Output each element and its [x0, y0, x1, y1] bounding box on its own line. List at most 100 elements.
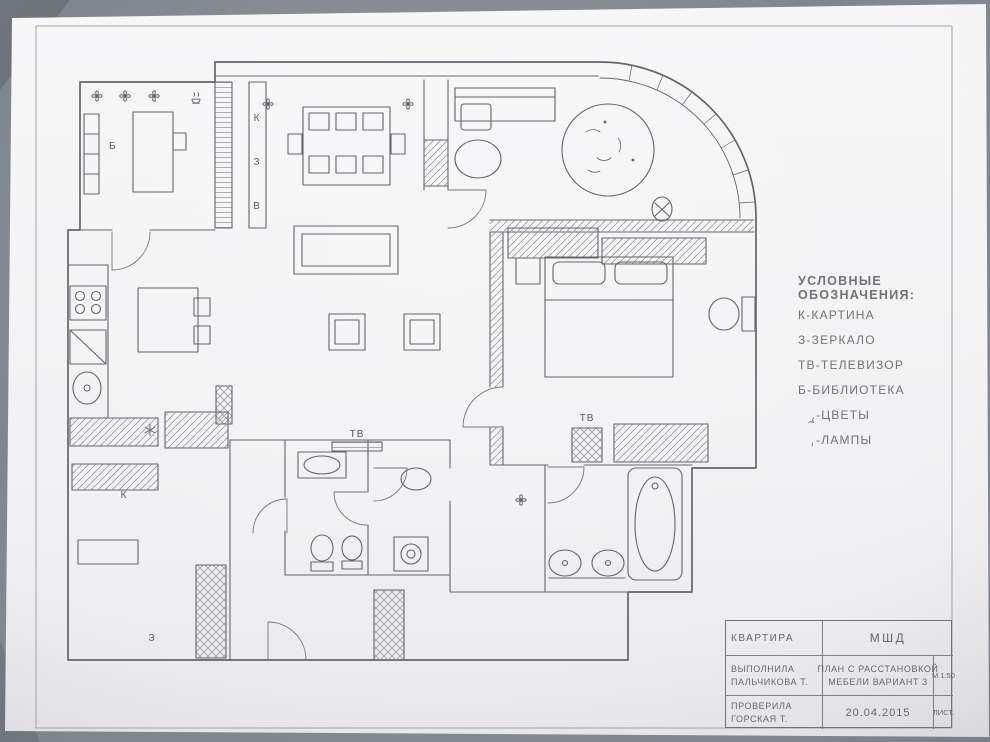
- door-arcs: [111, 189, 585, 661]
- side-table: [403, 313, 441, 351]
- door-arc: [373, 467, 408, 502]
- sink: [303, 455, 341, 475]
- burner: [90, 303, 102, 315]
- title-block-cell: ПЛАН С РАССТАНОВКОЙ МЕБЕЛИ ВАРИАНТ 3: [818, 656, 938, 696]
- door-arc: [547, 466, 585, 504]
- title-block-cell: ЛИСТ.: [932, 696, 955, 729]
- sink-counter: [297, 451, 347, 479]
- toilet-bowl: [310, 534, 334, 562]
- sheet-label: ЛИСТ.: [932, 708, 955, 717]
- legend-item-label: -ЛАМПЫ: [816, 432, 873, 447]
- dining-chair: [362, 155, 384, 174]
- outer-walls: [67, 61, 757, 661]
- legend-item: З-ЗЕРКАЛО: [798, 327, 990, 352]
- tv-stand: [571, 427, 603, 463]
- burner: [90, 290, 102, 302]
- wardrobe: [507, 227, 599, 259]
- plant: [651, 196, 673, 222]
- title-block: КВАРТИРА МШД ВЫПОЛНИЛА ПАЛЬЧИКОВА Т. ПЛА…: [725, 620, 955, 729]
- door-arc: [111, 231, 151, 271]
- cabinet: [164, 411, 229, 449]
- made-by-label: ВЫПОЛНИЛА: [731, 664, 795, 675]
- wall-poche: [490, 427, 503, 465]
- legend-item-label: -ЦВЕТЫ: [816, 407, 871, 422]
- kitchen-chair: [193, 297, 211, 317]
- study-room: [83, 111, 187, 195]
- legend-item-label: Б-БИБЛИОТЕКА: [798, 382, 905, 397]
- legend-item-label: З-ЗЕРКАЛО: [798, 332, 876, 347]
- tv-unit: [331, 441, 383, 452]
- shelving-unit: [214, 81, 233, 229]
- bathtub: [627, 467, 683, 581]
- label-tv-bedroom: ТВ: [580, 413, 595, 424]
- oval-table: [454, 139, 502, 179]
- dining-chair: [308, 155, 330, 174]
- closet: [195, 564, 227, 659]
- nightstand: [515, 257, 541, 285]
- burner: [74, 303, 86, 315]
- label-picture: К: [254, 113, 261, 124]
- cabinet: [69, 417, 159, 447]
- stove: [69, 285, 107, 321]
- legend-item: Б-БИБЛИОТЕКА: [798, 377, 990, 402]
- door-arc: [462, 386, 504, 428]
- bidet: [341, 535, 363, 561]
- plan-letters: Б К З В ТВ ТВ К З: [109, 113, 595, 644]
- desk: [132, 111, 174, 193]
- legend-item: ТВ-ТЕЛЕВИЗОР: [798, 352, 990, 377]
- legend-item-label: ТВ-ТЕЛЕВИЗОР: [798, 357, 905, 372]
- pillow: [552, 261, 606, 285]
- toilet-tank: [310, 561, 334, 572]
- dining-chair: [308, 112, 330, 131]
- bidet-base: [341, 560, 363, 570]
- curved-wall-inner: [599, 77, 741, 219]
- bathroom-right: [548, 467, 683, 581]
- round-bed: [561, 103, 655, 197]
- dining-chair: [335, 112, 357, 131]
- dining-set: [287, 106, 406, 186]
- kitchen-chair: [193, 325, 211, 345]
- lounge-area: [454, 87, 673, 222]
- date-label: 20.04.2015: [845, 706, 911, 719]
- dining-chair: [335, 155, 357, 174]
- wardrobe: [613, 423, 709, 463]
- wall-poche: [490, 232, 503, 387]
- title-block-cell: МШД: [823, 621, 953, 656]
- fridge: [69, 329, 107, 365]
- toilet-bowl: [708, 297, 740, 331]
- title-block-cell: КВАРТИРА: [726, 621, 823, 656]
- living-room: [293, 225, 441, 452]
- checked-by-name: ГОРСКАЯ Т.: [731, 713, 789, 724]
- desk-chair: [172, 132, 187, 151]
- sink: [548, 549, 582, 577]
- bedroom: [507, 227, 756, 463]
- made-by-name: ПАЛЬЧИКОВА Т.: [731, 676, 809, 687]
- dining-chair: [390, 133, 406, 155]
- lounge-sofa: [454, 87, 556, 122]
- dining-chair: [362, 112, 384, 131]
- label-v: В: [253, 201, 261, 212]
- bathtub-basin: [634, 476, 676, 572]
- wall-column: [423, 139, 449, 187]
- labeled-wall-strip: [248, 81, 267, 229]
- sink: [400, 467, 432, 491]
- wc-room: [393, 467, 432, 572]
- label-library: Б: [109, 141, 117, 152]
- door-arc: [252, 498, 288, 534]
- flower-icon: [798, 407, 814, 423]
- door-arc: [333, 491, 368, 526]
- bathroom-left: [297, 451, 363, 572]
- legend-item: К-КАРТИНА: [798, 302, 990, 327]
- kitchen-sink: [72, 371, 102, 405]
- lamp-icon: [798, 432, 814, 448]
- washing-machine-door: [400, 543, 422, 565]
- door-arc: [267, 621, 307, 661]
- label-tv-living: ТВ: [350, 429, 365, 440]
- pillow: [614, 261, 668, 285]
- title-block-cell: М 1:50: [932, 656, 955, 696]
- wardrobe: [601, 237, 707, 265]
- bathtub-drain: [651, 482, 659, 490]
- burner: [74, 290, 86, 302]
- hall: [69, 411, 405, 661]
